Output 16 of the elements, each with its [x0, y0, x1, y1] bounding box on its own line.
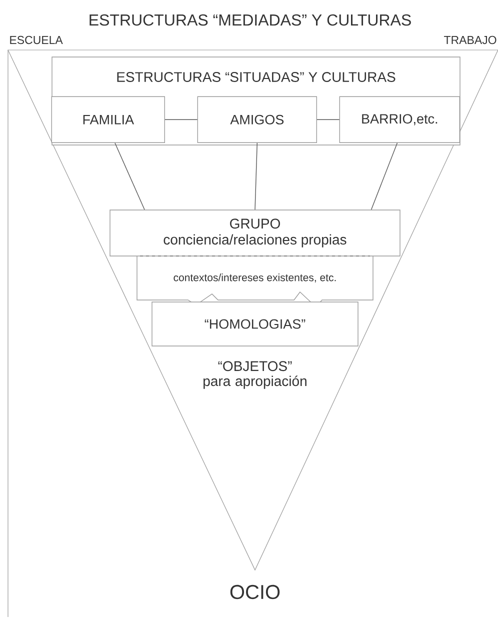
- group-box: “HOMOLOGIAS”: [152, 302, 358, 346]
- sub-box: FAMILIA: [51, 96, 165, 143]
- side-label: TRABAJO: [444, 36, 496, 44]
- connector-line: [254, 142, 258, 210]
- caption-text: “OBJETOS” para apropiación: [204, 361, 306, 389]
- group-box: GRUPO conciencia/relaciones propias: [110, 210, 400, 256]
- side-label: ESCUELA: [10, 36, 63, 44]
- sub-box: BARRIO,etc.: [339, 96, 460, 143]
- connector-line: [114, 142, 145, 210]
- connector-line: [316, 119, 340, 120]
- sub-box: AMIGOS: [197, 96, 317, 143]
- apex-label: OCIO: [230, 584, 280, 600]
- connector-line: [164, 119, 198, 120]
- connector-line: [370, 142, 398, 210]
- context-box: contextos/intereses existentes, etc.: [136, 256, 374, 308]
- title: ESTRUCTURAS “MEDIADAS” Y CULTURAS: [90, 14, 411, 26]
